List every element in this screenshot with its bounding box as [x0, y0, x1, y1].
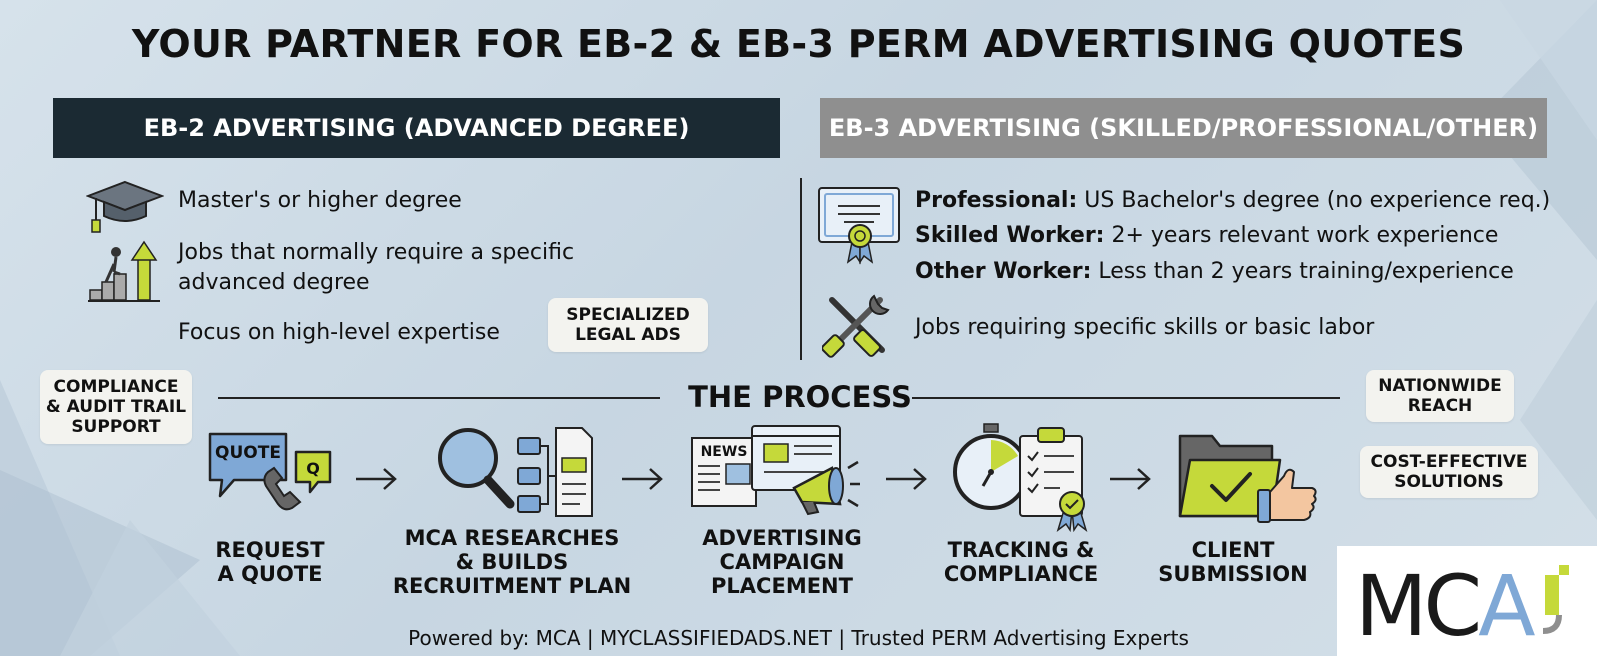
eb3-item-4: Jobs requiring specific skills or basic … [915, 315, 1375, 340]
step-3-line2: CAMPAIGN [719, 550, 845, 574]
process-rule-left [218, 397, 660, 399]
certificate-icon [818, 187, 900, 265]
eb2-item-2-line2: advanced degree [178, 270, 370, 295]
step-5-label: CLIENT SUBMISSION [1148, 538, 1318, 586]
career-ladder-icon [88, 240, 160, 302]
callout-cost-effective: COST-EFFECTIVE SOLUTIONS [1360, 446, 1538, 498]
mca-logo-text: MCA [1355, 557, 1535, 651]
eb3-professional-label: Professional: [915, 188, 1078, 213]
step-3-label: ADVERTISING CAMPAIGN PLACEMENT [682, 526, 882, 598]
process-rule-right [912, 397, 1340, 399]
step-1-label: REQUEST A QUOTE [180, 538, 360, 586]
step-2-line2: & BUILDS [455, 550, 569, 574]
eb3-item-other: Other Worker: Less than 2 years training… [915, 257, 1514, 287]
process-title: THE PROCESS [688, 380, 912, 414]
eb3-other-text: Less than 2 years training/experience [1098, 259, 1514, 284]
arrow-3-icon [886, 468, 927, 490]
column-divider [800, 178, 802, 360]
eb2-header: EB-2 ADVERTISING (ADVANCED DEGREE) [53, 98, 780, 158]
callout-nationwide-line1: NATIONWIDE [1378, 376, 1502, 396]
mca-logo: MCA [1337, 546, 1597, 656]
quote-icon-text: QUOTE [215, 443, 281, 463]
step-5-line1: CLIENT [1191, 538, 1275, 562]
eb3-header: EB-3 ADVERTISING (SKILLED/PROFESSIONAL/O… [820, 98, 1547, 158]
step-3-line1: ADVERTISING [702, 526, 862, 550]
page-title: YOUR PARTNER FOR EB-2 & EB-3 PERM ADVERT… [131, 22, 1466, 66]
callout-cost-line1: COST-EFFECTIVE [1370, 452, 1528, 472]
eb2-item-3: Focus on high-level expertise [178, 320, 500, 345]
arrow-2-icon [622, 468, 663, 490]
eb2-item-2-line1: Jobs that normally require a specific [178, 240, 575, 265]
folder-thumbs-up-icon [1178, 434, 1317, 523]
eb3-other-label: Other Worker: [915, 259, 1092, 284]
mca-logo-mark: MCA [1355, 557, 1569, 651]
eb3-professional-text: US Bachelor's degree (no experience req.… [1084, 188, 1551, 213]
step-1-line1: REQUEST [215, 538, 325, 562]
step-5-line2: SUBMISSION [1158, 562, 1308, 586]
eb3-item-professional: Professional: US Bachelor's degree (no e… [915, 186, 1550, 216]
tools-icon [822, 294, 890, 358]
step-4-label: TRACKING & COMPLIANCE [926, 538, 1116, 586]
news-icon-text: NEWS [701, 444, 748, 460]
quote-icon-badge: Q [306, 459, 320, 478]
eb3-skilled-label: Skilled Worker: [915, 223, 1105, 248]
arrow-1-icon [356, 468, 397, 490]
callout-compliance-line3: SUPPORT [71, 417, 161, 437]
callout-compliance-line2: & AUDIT TRAIL [45, 397, 187, 417]
step-2-line1: MCA RESEARCHES [404, 526, 620, 550]
callout-specialized-legal-ads: SPECIALIZED LEGAL ADS [548, 298, 708, 352]
step-4-line2: COMPLIANCE [943, 562, 1099, 586]
step-3-line3: PLACEMENT [711, 574, 853, 598]
callout-compliance-line1: COMPLIANCE [53, 377, 179, 397]
eb3-item-skilled: Skilled Worker: 2+ years relevant work e… [915, 221, 1498, 251]
callout-nationwide-reach: NATIONWIDE REACH [1366, 370, 1514, 422]
callout-compliance-audit: COMPLIANCE & AUDIT TRAIL SUPPORT [40, 370, 192, 444]
callout-nationwide-line2: REACH [1407, 396, 1473, 416]
step-4-line1: TRACKING & [947, 538, 1095, 562]
callout-cost-line2: SOLUTIONS [1394, 472, 1504, 492]
quote-phone-icon: QUOTE Q [208, 432, 332, 511]
callout-specialized-line2: LEGAL ADS [575, 325, 681, 345]
stopwatch-checklist-icon [953, 423, 1088, 532]
graduation-cap-icon [86, 180, 164, 233]
step-2-label: MCA RESEARCHES & BUILDS RECRUITMENT PLAN [392, 526, 632, 598]
newspaper-megaphone-icon: NEWS [691, 425, 860, 516]
footer: Powered by: MCA | MYCLASSIFIEDADS.NET | … [408, 626, 1189, 650]
eb3-skilled-text: 2+ years relevant work experience [1111, 223, 1499, 248]
step-1-line2: A QUOTE [217, 562, 323, 586]
eb2-item-1: Master's or higher degree [178, 188, 462, 213]
arrow-4-icon [1110, 468, 1151, 490]
callout-specialized-line1: SPECIALIZED [566, 305, 690, 325]
research-plan-icon [438, 427, 593, 517]
step-2-line3: RECRUITMENT PLAN [392, 574, 632, 598]
